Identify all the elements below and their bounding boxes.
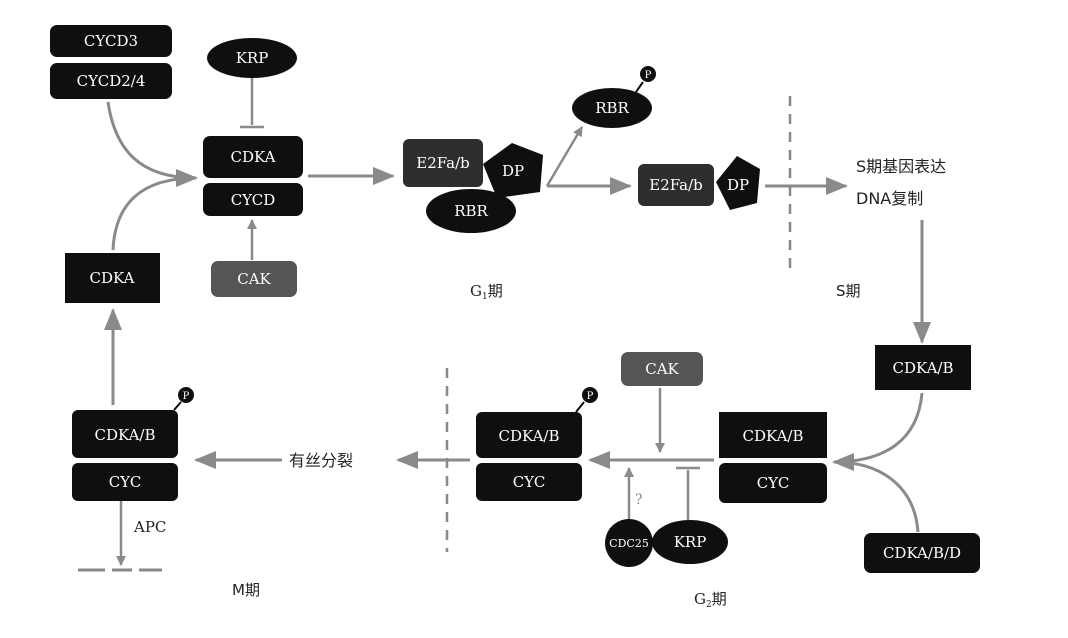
node-cdkab-mid: CDKA/B	[476, 412, 582, 458]
arrow-cycd24-to-cdka	[106, 101, 198, 187]
label-g2-phase: G2期	[694, 590, 727, 610]
node-cak-g2-label: CAK	[645, 360, 679, 378]
phospho-m: P	[173, 387, 194, 411]
label-g1-prefix: G	[470, 282, 482, 300]
label-s-gene-expression: S期基因表达	[856, 157, 946, 176]
node-dp-2-label: DP	[727, 176, 749, 194]
node-cdkab-right-label: CDKA/B	[892, 359, 953, 377]
node-cak-top: CAK	[211, 261, 297, 297]
node-cycd3: CYCD3	[50, 25, 172, 57]
node-cak-g2: CAK	[621, 352, 703, 386]
node-cak-top-label: CAK	[237, 270, 271, 288]
phase-boundaries	[445, 96, 792, 552]
node-e2fab-1-label: E2Fa/b	[416, 154, 469, 172]
label-g1-suffix: 期	[488, 282, 503, 300]
node-rbr-p: RBR	[572, 88, 652, 128]
node-cdc25-label: CDC25	[609, 537, 649, 550]
arrow-cdkab-to-g2	[832, 392, 924, 471]
label-g1-phase: G1期	[470, 282, 503, 302]
node-cdka-left-label: CDKA	[90, 269, 135, 287]
node-cyc-mid-label: CYC	[513, 473, 546, 491]
label-g1-sub: 1	[482, 292, 488, 302]
label-g2-sub: 2	[706, 600, 712, 610]
node-cyc-g2: CYC	[719, 463, 827, 503]
node-cycd-label: CYCD	[231, 191, 276, 209]
label-apc: APC	[133, 518, 166, 536]
node-cdkab-mid-label: CDKA/B	[498, 427, 559, 445]
node-rbr-1: RBR	[426, 189, 516, 233]
node-cycd24-label: CYCD2/4	[77, 72, 146, 90]
label-g2-suffix: 期	[712, 590, 727, 608]
node-cdkab-m: CDKA/B	[72, 410, 178, 458]
node-rbr-1-label: RBR	[454, 202, 488, 220]
node-cdka-left: CDKA	[65, 253, 160, 303]
node-cdkab-g2: CDKA/B	[719, 412, 827, 458]
node-dp-2: DP	[716, 156, 760, 210]
node-rbr-p-label: RBR	[595, 99, 629, 117]
node-cyc-m: CYC	[72, 463, 178, 501]
arrow-cdkabd-to-g2	[833, 460, 920, 533]
node-cycd3-label: CYCD3	[84, 32, 138, 50]
phospho-m-label: P	[183, 391, 190, 402]
node-cycd: CYCD	[203, 183, 303, 216]
label-question: ?	[635, 492, 643, 508]
node-e2fab-2-label: E2Fa/b	[649, 176, 702, 194]
node-e2fab-1: E2Fa/b	[403, 139, 483, 187]
node-cdkabd-label: CDKA/B/D	[883, 544, 961, 562]
phospho-rbr: P	[635, 66, 656, 93]
connectors	[104, 78, 931, 566]
node-krp-g2: KRP	[652, 520, 728, 564]
label-m-phase: M期	[232, 581, 260, 599]
node-dp-1: DP	[483, 143, 543, 198]
node-cdkab-right: CDKA/B	[875, 345, 971, 390]
node-cdkabd: CDKA/B/D	[864, 533, 980, 573]
node-cdkab-g2-label: CDKA/B	[742, 427, 803, 445]
node-krp-g2-label: KRP	[674, 533, 707, 551]
node-cdka-g1: CDKA	[203, 136, 303, 178]
node-cdkab-m-label: CDKA/B	[94, 426, 155, 444]
label-mitosis: 有丝分裂	[289, 451, 353, 470]
label-g2-prefix: G	[694, 590, 706, 608]
node-e2fab-2: E2Fa/b	[638, 164, 714, 206]
node-cdc25: CDC25	[605, 519, 653, 567]
phospho-rbr-label: P	[645, 70, 652, 81]
node-cyc-g2-label: CYC	[757, 474, 790, 492]
node-krp-top-label: KRP	[236, 49, 269, 67]
node-cycd24: CYCD2/4	[50, 63, 172, 99]
phospho-mid: P	[575, 387, 598, 413]
node-cyc-mid: CYC	[476, 463, 582, 501]
label-dna-replication: DNA复制	[856, 189, 923, 208]
node-cdka-g1-label: CDKA	[231, 148, 276, 166]
arrow-cdka-left-to-cdka	[111, 176, 197, 251]
node-krp-top: KRP	[207, 38, 297, 78]
node-cyc-m-label: CYC	[109, 473, 142, 491]
label-s-phase: S期	[836, 282, 861, 300]
node-dp-1-label: DP	[502, 162, 524, 180]
arrow-to-rbr-p	[545, 126, 584, 187]
phospho-mid-label: P	[587, 391, 594, 402]
